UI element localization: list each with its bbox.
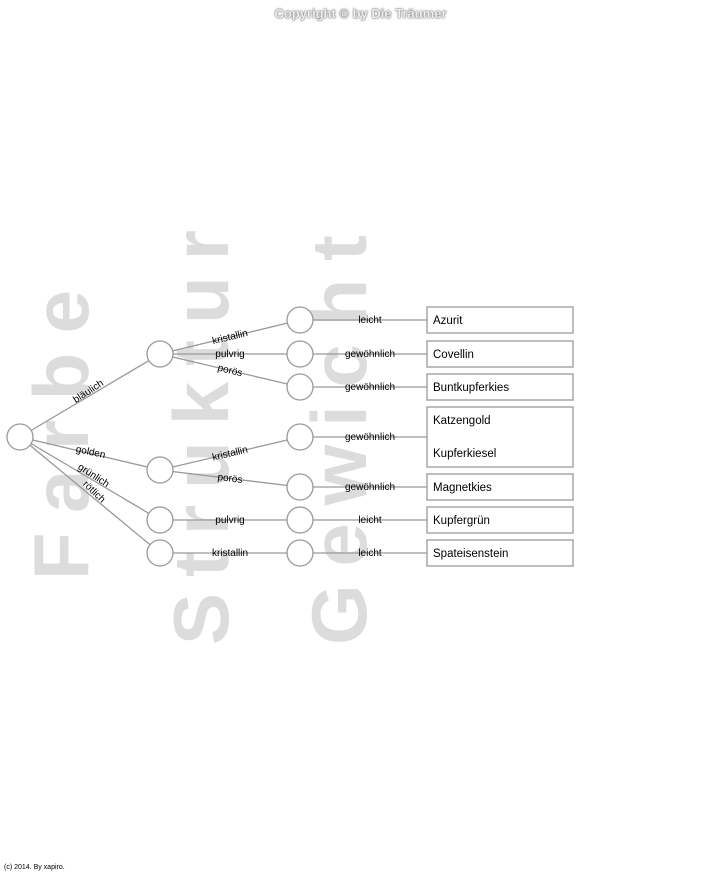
edge-label-pulvrig: pulvrig: [215, 349, 244, 360]
edge-label-pulvrig: pulvrig: [215, 515, 244, 526]
result-box: [426, 539, 574, 567]
result-box: [426, 306, 574, 334]
watermark-struktur: Struktur: [157, 230, 245, 645]
root-node: [6, 423, 34, 451]
color-node: [146, 456, 174, 484]
mineral-name: Kupfergrün: [433, 515, 490, 527]
footer-credit: (c) 2014. By xapiro.: [4, 864, 65, 871]
edge-label-gewöhnlich: gewöhnlich: [345, 349, 395, 360]
result-box: [426, 373, 574, 401]
color-node: [146, 340, 174, 368]
result-box: [426, 506, 574, 534]
structure-node: [286, 506, 314, 534]
edge-line: [19, 436, 161, 471]
copyright-watermark: Copyright © by Die Träumer: [274, 6, 447, 21]
color-node: [146, 539, 174, 567]
edge-label-gewöhnlich: gewöhnlich: [345, 482, 395, 493]
structure-node: [286, 306, 314, 334]
mineral-name: Buntkupferkies: [433, 382, 509, 394]
edge-line: [159, 353, 301, 388]
edge-label-leicht: leicht: [358, 548, 382, 559]
mineral-name: Katzengold: [433, 415, 491, 427]
mineral-name: Azurit: [433, 315, 463, 327]
edge-line: [19, 436, 161, 521]
structure-node: [286, 423, 314, 451]
edge-label-gewöhnlich: gewöhnlich: [345, 382, 395, 393]
result-box: [426, 406, 574, 468]
edge-label-porös: porös: [217, 472, 243, 486]
mineral-name: Covellin: [433, 349, 474, 361]
result-box: [426, 473, 574, 501]
result-box: [426, 340, 574, 368]
mineral-name: Kupferkiesel: [433, 448, 496, 460]
structure-node: [286, 539, 314, 567]
edge-label-kristallin: kristallin: [212, 548, 248, 559]
structure-node: [286, 340, 314, 368]
edge-line: [159, 436, 301, 471]
edge-label-leicht: leicht: [358, 315, 382, 326]
mineral-name: Spateisenstein: [433, 548, 508, 560]
color-node: [146, 506, 174, 534]
edge-label-leicht: leicht: [358, 515, 382, 526]
edge-label-gewöhnlich: gewöhnlich: [345, 432, 395, 443]
structure-node: [286, 373, 314, 401]
edge-line: [159, 319, 301, 355]
edge-line: [19, 436, 161, 554]
mineral-name: Magnetkies: [433, 482, 492, 494]
structure-node: [286, 473, 314, 501]
edge-line: [159, 469, 301, 488]
edge-line: [19, 353, 161, 438]
